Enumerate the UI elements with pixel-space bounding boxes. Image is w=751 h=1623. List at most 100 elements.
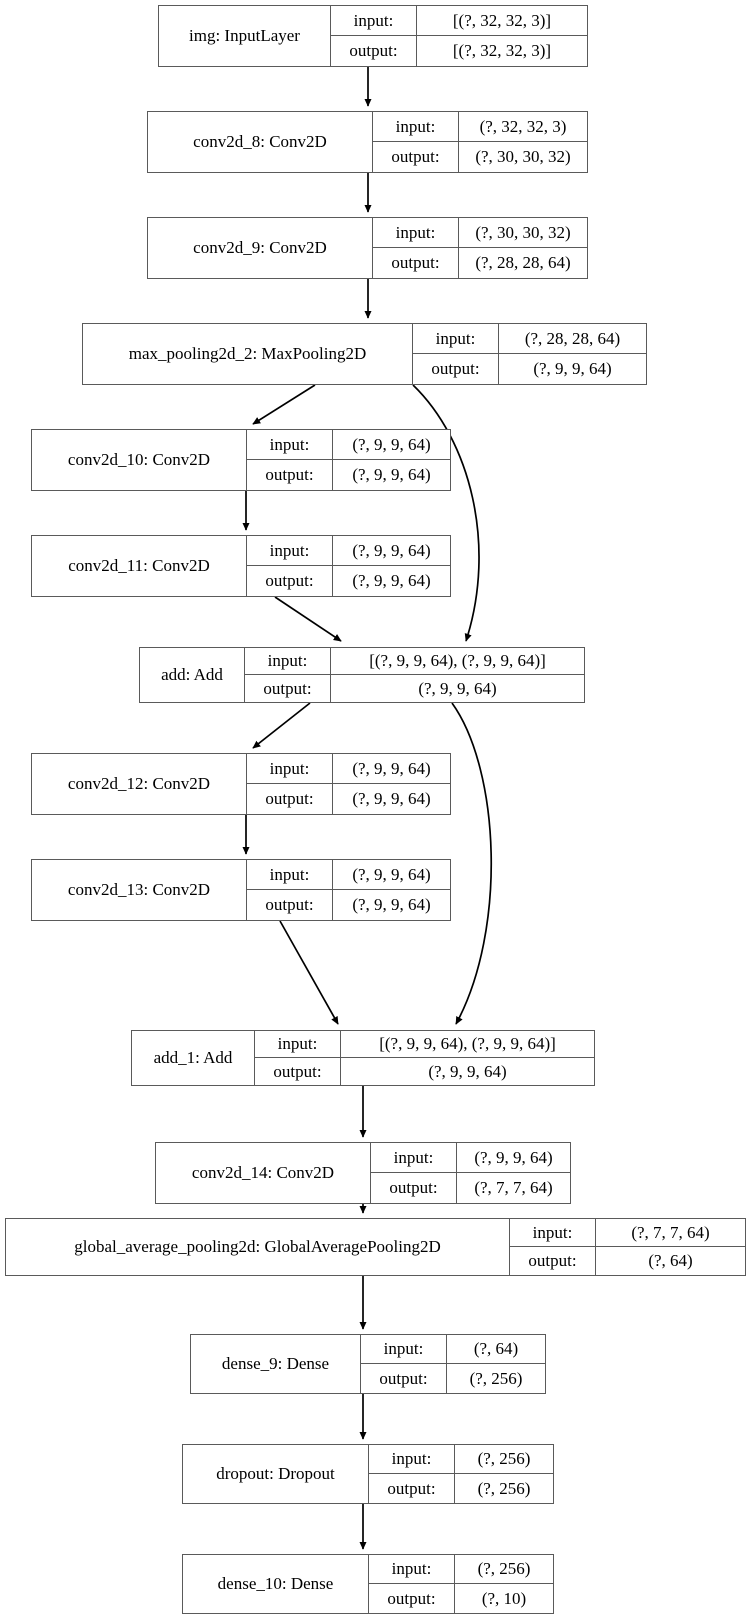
- output-label-max_pooling2d_2: output:: [413, 354, 499, 384]
- input-shape-add: [(?, 9, 9, 64), (?, 9, 9, 64)]: [369, 651, 546, 670]
- node-output-row-global_average_pooling2d: output:(?, 64): [510, 1247, 745, 1275]
- node-label-conv2d_10: conv2d_10: Conv2D: [32, 430, 247, 490]
- node-input-row-add: input: [(?, 9, 9, 64), (?, 9, 9, 64)]: [245, 648, 584, 675]
- node-io-table-global_average_pooling2d: input:(?, 7, 7, 64)output:(?, 64): [510, 1219, 745, 1275]
- node-output-row-max_pooling2d_2: output: (?, 9, 9, 64): [413, 354, 646, 384]
- node-input-row-conv2d_11: input:(?, 9, 9, 64): [247, 536, 450, 566]
- input-shape-dropout: (?, 256): [477, 1449, 531, 1468]
- output-shape-img: [(?, 32, 32, 3)]: [452, 41, 552, 60]
- input-shape-conv2d_10: (?, 9, 9, 64): [352, 434, 431, 454]
- edge-add-to-add_1: [451, 702, 493, 1025]
- output-label-conv2d_9: output:: [373, 248, 459, 278]
- node-io-table-conv2d_9: input: (?, 30, 30, 32) output: (?, 28, 28, …: [373, 218, 587, 278]
- node-input-row-conv2d_14: input:(?, 9, 9, 64): [371, 1143, 570, 1173]
- input-label-global_average_pooling2d: input:: [510, 1219, 596, 1246]
- node-io-table-img: input:[(?, 32, 32, 3)]output:[(?, 32, 32…: [331, 6, 587, 66]
- input-shape-conv2d_12: (?, 9, 9, 64): [352, 758, 431, 778]
- node-global_average_pooling2d[interactable]: global_average_pooling2d: GlobalAverageP…: [5, 1218, 746, 1276]
- edge-max_pooling2d_2-to-add: [412, 384, 480, 642]
- node-label-dense_10: dense_10: Dense: [183, 1555, 369, 1613]
- output-label-add: output:: [245, 675, 331, 702]
- input-label-max_pooling2d_2: input:: [413, 324, 499, 353]
- output-shape-dense_9: (?, 256): [469, 1368, 523, 1388]
- output-shape-add_1: (?, 9, 9, 64): [428, 1061, 507, 1081]
- node-label-conv2d_13: conv2d_13: Conv2D: [32, 860, 247, 920]
- node-input-row-global_average_pooling2d: input:(?, 7, 7, 64): [510, 1219, 745, 1247]
- input-label-dropout: input:: [369, 1445, 455, 1473]
- node-output-row-dense_9: output: (?, 256): [361, 1364, 545, 1393]
- node-input-row-dense_9: input: (?, 64): [361, 1335, 545, 1364]
- input-label-conv2d_11: input:: [247, 536, 333, 565]
- input-shape-conv2d_14: (?, 9, 9, 64): [474, 1147, 553, 1167]
- node-input-row-conv2d_8: input:(?, 32, 32, 3): [373, 112, 587, 142]
- node-io-table-conv2d_13: input: (?, 9, 9, 64)output: (?, 9, 9, 64): [247, 860, 450, 920]
- input-label-add: input:: [245, 648, 331, 674]
- output-shape-conv2d_9: (?, 28, 28, 64): [475, 253, 571, 272]
- node-label-conv2d_14: conv2d_14: Conv2D: [156, 1143, 371, 1203]
- node-label-dense_9: dense_9: Dense: [191, 1335, 361, 1393]
- output-shape-max_pooling2d_2: (?, 9, 9, 64): [533, 359, 612, 378]
- node-io-table-dense_9: input: (?, 64) output: (?, 256): [361, 1335, 545, 1393]
- output-label-dense_9: output:: [361, 1364, 447, 1393]
- node-input-row-max_pooling2d_2: input: (?, 28, 28, 64): [413, 324, 646, 354]
- node-label-conv2d_8: conv2d_8: Conv2D: [148, 112, 373, 172]
- node-io-table-conv2d_11: input:(?, 9, 9, 64)output:(?, 9, 9, 64): [247, 536, 450, 596]
- node-label-global_average_pooling2d: global_average_pooling2d: GlobalAverageP…: [6, 1219, 510, 1275]
- node-output-row-conv2d_12: output:(?, 9, 9, 64): [247, 784, 450, 814]
- node-label-add_1: add_1: Add: [132, 1031, 255, 1085]
- output-shape-dense_10: (?, 10): [481, 1588, 527, 1608]
- input-label-dense_9: input:: [361, 1335, 447, 1363]
- input-label-conv2d_12: input:: [247, 754, 333, 783]
- input-shape-conv2d_9: (?, 30, 30, 32): [475, 222, 571, 242]
- node-input-row-conv2d_9: input: (?, 30, 30, 32): [373, 218, 587, 248]
- node-input-row-add_1: input: [(?, 9, 9, 64), (?, 9, 9, 64)]: [255, 1031, 594, 1058]
- input-shape-add_1: [(?, 9, 9, 64), (?, 9, 9, 64)]: [379, 1034, 556, 1053]
- output-shape-conv2d_13: (?, 9, 9, 64): [352, 895, 431, 914]
- output-shape-conv2d_14: (?, 7, 7, 64): [474, 1178, 553, 1197]
- edge-conv2d_11-to-add: [274, 596, 342, 642]
- node-label-add: add: Add: [140, 648, 245, 702]
- node-output-row-conv2d_11: output:(?, 9, 9, 64): [247, 566, 450, 596]
- output-label-conv2d_10: output:: [247, 460, 333, 490]
- output-shape-conv2d_10: (?, 9, 9, 64): [352, 465, 431, 484]
- input-label-conv2d_10: input:: [247, 430, 333, 459]
- node-input-row-dropout: input: (?, 256): [369, 1445, 553, 1474]
- output-shape-conv2d_11: (?, 9, 9, 64): [352, 571, 431, 590]
- input-shape-dense_9: (?, 64): [473, 1339, 519, 1358]
- node-io-table-conv2d_10: input: (?, 9, 9, 64) output: (?, 9, 9, 64): [247, 430, 450, 490]
- node-output-row-conv2d_8: output:(?, 30, 30, 32): [373, 142, 587, 172]
- node-label-max_pooling2d_2: max_pooling2d_2: MaxPooling2D: [83, 324, 413, 384]
- input-label-conv2d_8: input:: [373, 112, 459, 141]
- node-io-table-conv2d_8: input:(?, 32, 32, 3)output:(?, 30, 30, 3…: [373, 112, 587, 172]
- input-shape-max_pooling2d_2: (?, 28, 28, 64): [524, 328, 621, 348]
- output-label-conv2d_12: output:: [247, 784, 333, 814]
- output-shape-global_average_pooling2d: (?, 64): [648, 1251, 693, 1270]
- edge-max_pooling2d_2-to-conv2d_10: [252, 384, 316, 425]
- node-output-row-conv2d_13: output: (?, 9, 9, 64): [247, 890, 450, 920]
- input-shape-img: [(?, 32, 32, 3)]: [452, 10, 552, 30]
- node-output-row-conv2d_14: output:(?, 7, 7, 64): [371, 1173, 570, 1203]
- node-io-table-conv2d_14: input:(?, 9, 9, 64)output:(?, 7, 7, 64): [371, 1143, 570, 1203]
- node-label-dropout: dropout: Dropout: [183, 1445, 369, 1503]
- input-label-add_1: input:: [255, 1031, 341, 1057]
- input-label-conv2d_13: input:: [247, 860, 333, 889]
- output-label-conv2d_13: output:: [247, 890, 333, 920]
- input-label-conv2d_9: input:: [373, 218, 459, 247]
- output-label-add_1: output:: [255, 1058, 341, 1085]
